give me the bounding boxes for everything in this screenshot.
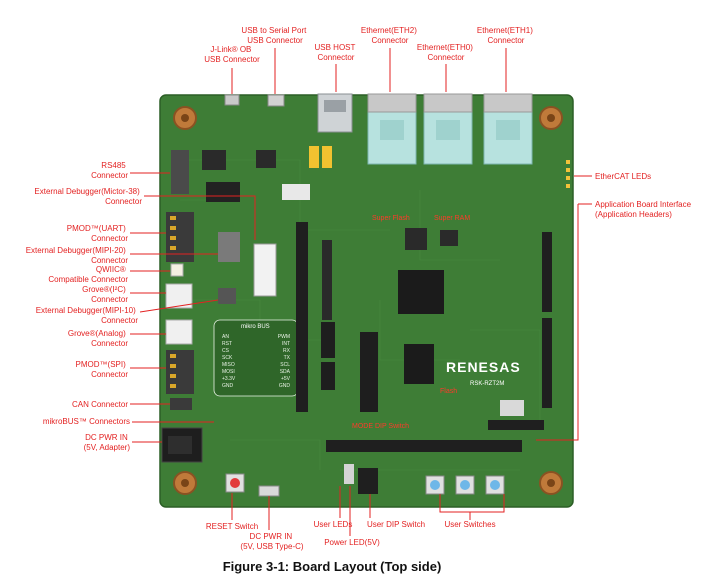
label-app-board: Application Board Interface (Application… [595,200,693,219]
eth1-rj45 [483,93,533,165]
mikrobus-pin-label: SDA [280,369,291,375]
figure-caption: Figure 3-1: Board Layout (Top side) [223,559,442,574]
usb-c-port [258,485,280,497]
mikrobus-pin-label: MOSI [222,369,235,375]
rs485-header [171,150,189,194]
label-eth0: Ethernet(ETH0) Connector [417,43,475,62]
mikrobus-logo: mikro BUS [241,324,270,330]
mikrobus-pin-label: INT [282,341,290,347]
label-user-leds: User LEDs [314,520,353,529]
mikrobus-pin-label: CS [222,348,230,354]
label-eth2: Ethernet(ETH2) Connector [361,26,419,45]
label-usb-host: USB HOST Connector [315,43,358,62]
mikrobus-pin-label: PWM [278,334,290,340]
label-eth1: Ethernet(ETH1) Connector [477,26,535,45]
label-ext-dbg-mipi20: External Debugger(MIPI-20) Connector [26,246,129,265]
silk-super-flash: Super Flash [372,215,410,222]
super-flash-chip [405,228,427,250]
eth0-rj45 [423,93,473,165]
qwiic-connector [170,263,184,277]
silk-super-ram: Super RAM [434,215,470,222]
board-silkscreen: RENESAS RSK-RZT2M Super Flash Super RAM … [352,215,521,430]
label-ext-dbg-mipi10: External Debugger(MIPI-10) Connector [36,306,139,325]
usb-host-port [317,93,353,133]
eth2-rj45 [367,93,417,165]
label-ethercat-leds: EtherCAT LEDs [595,172,651,181]
ethercat-led-bank [566,160,570,188]
label-mikrobus: mikroBUS™ Connectors [43,417,130,426]
leader-lines [130,48,592,536]
top-connectors [224,93,533,168]
label-pmod-uart: PMOD™(UART) Connector [67,224,129,243]
app-header-horizontal [488,420,544,430]
main-mcu [398,270,444,314]
mikrobus-pin-label: RX [283,348,291,354]
user-dip-switch [358,468,378,494]
label-grove-analog: Grove®(Analog) Connector [68,329,128,348]
label-can: CAN Connector [72,400,128,409]
mikrobus-pin-label: AN [222,334,229,340]
label-reset: RESET Switch [206,522,258,531]
label-power-led: Power LED(5V) [324,538,380,547]
usb-serial-port [267,94,285,107]
mikrobus-pin-label: SCL [280,362,290,368]
grove-analog-connector [165,319,193,345]
mounting-holes [173,106,563,495]
jlink-usb-port [224,94,240,106]
super-ram-chip [404,344,434,384]
silk-mode-dip: MODE DIP Switch [352,423,409,430]
label-user-dip: User DIP Switch [367,520,425,529]
silk-flash: Flash [440,388,457,395]
board-model: RSK-RZT2M [470,381,504,387]
mikrobus-pin-label: RST [222,341,232,347]
app-header-top [542,232,552,312]
label-user-switches: User Switches [444,520,495,529]
label-pmod-spi: PMOD™(SPI) Connector [76,360,129,379]
mikrobus-pin-label: SCK [222,355,233,361]
label-dc-pwr-adapter: DC PWR IN (5V, Adapter) [84,433,131,452]
label-qwiic: QWIIC® Compatible Connector [48,265,128,284]
label-jlink: J-Link® OB USB Connector [204,45,260,64]
board-brand: RENESAS [446,359,521,375]
can-header [170,398,192,410]
annotation-labels: J-Link® OB USB Connector USB to Serial P… [26,26,693,551]
label-grove-i2c: Grove®(I²C) Connector [82,285,128,304]
label-rs485: RS485 Connector [91,161,128,180]
mikrobus-pin-label: +3.3V [222,376,236,382]
grove-i2c-connector [165,283,193,309]
label-usb-serial: USB to Serial Port USB Connector [241,26,308,45]
app-header-bottom [542,318,552,408]
pcb-board [159,94,574,508]
mikrobus-pin-label: +5V [281,376,291,382]
label-ext-dbg-mictor: External Debugger(Mictor-38) Connector [34,187,142,206]
mikrobus-pin-label: GND [222,383,234,389]
label-dc-pwr-usbc: DC PWR IN (5V, USB Type-C) [240,532,303,551]
mikrobus-pin-label: GND [279,383,291,389]
mikrobus-pin-label: TX [284,355,291,361]
mikrobus-pin-label: MISO [222,362,235,368]
